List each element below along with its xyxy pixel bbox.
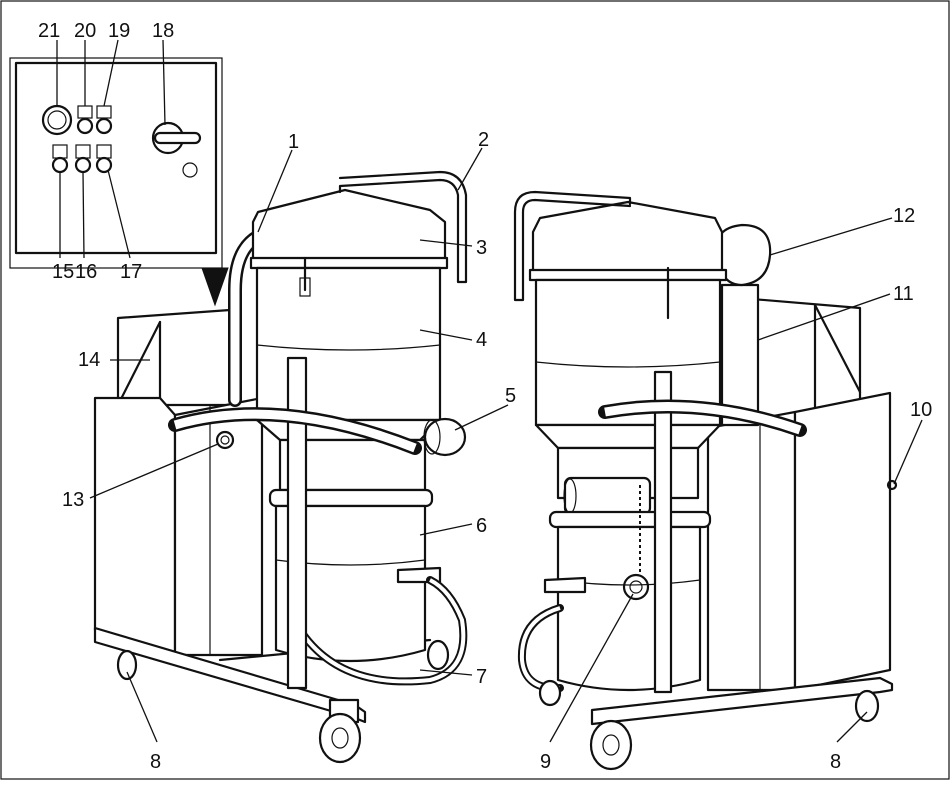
callout-9: 9 (540, 751, 551, 773)
panel-screw (182, 162, 198, 178)
cabinet-side-right (793, 391, 892, 692)
control-panel (14, 61, 218, 255)
outlet-5 (423, 417, 467, 457)
front-wheel-right (589, 719, 633, 771)
callout-17: 17 (120, 261, 142, 283)
callout-12: 12 (893, 205, 915, 227)
callout-7: 7 (476, 666, 487, 688)
callout-labels: 21 20 19 18 15 16 17 1 2 3 4 5 6 7 8 9 8… (38, 20, 932, 773)
back-wheel-left (116, 649, 138, 681)
callout-5: 5 (505, 385, 516, 407)
callout-3: 3 (476, 237, 487, 259)
tank-lid-right (531, 200, 724, 274)
exhaust-column (720, 283, 760, 427)
upper-container (255, 266, 442, 422)
callout-6: 6 (476, 515, 487, 537)
left-machine (93, 170, 468, 764)
button-15 (52, 144, 68, 159)
inlet-right (563, 476, 652, 516)
drain-9 (622, 573, 650, 601)
main-switch-knob (41, 104, 73, 136)
callout-8-left: 8 (150, 751, 161, 773)
cabinet-front-right (706, 410, 797, 692)
leader-lines (56, 39, 923, 743)
inset-frame (9, 57, 223, 269)
callout-10: 10 (910, 399, 932, 421)
handle (338, 170, 468, 284)
callout-15: 15 (52, 261, 74, 283)
callout-21: 21 (38, 20, 60, 42)
handle-right (513, 190, 632, 302)
callout-4: 4 (476, 329, 487, 351)
back-wheel-right (854, 689, 880, 723)
pole (286, 356, 308, 690)
callout-11: 11 (893, 283, 914, 305)
cabinet-left-side (93, 396, 177, 657)
callout-14: 14 (78, 349, 100, 371)
callout-20: 20 (74, 20, 96, 42)
lamp-20 (77, 105, 93, 119)
callout-1: 1 (288, 131, 299, 153)
tank-lid (251, 188, 447, 264)
callout-8-right: 8 (830, 751, 841, 773)
callout-16: 16 (75, 261, 97, 283)
right-machine (513, 190, 898, 771)
socket-13 (215, 430, 235, 450)
callout-13: 13 (62, 489, 84, 511)
filter-box (116, 308, 232, 407)
callout-19: 19 (108, 20, 130, 42)
button-17 (96, 144, 112, 159)
callout-18: 18 (152, 20, 174, 42)
control-panel-inset (9, 57, 229, 307)
callout-2: 2 (478, 129, 489, 151)
button-16 (75, 144, 91, 159)
inset-pointer (201, 267, 229, 307)
front-wheel (318, 712, 362, 764)
lamp-19 (96, 105, 112, 119)
